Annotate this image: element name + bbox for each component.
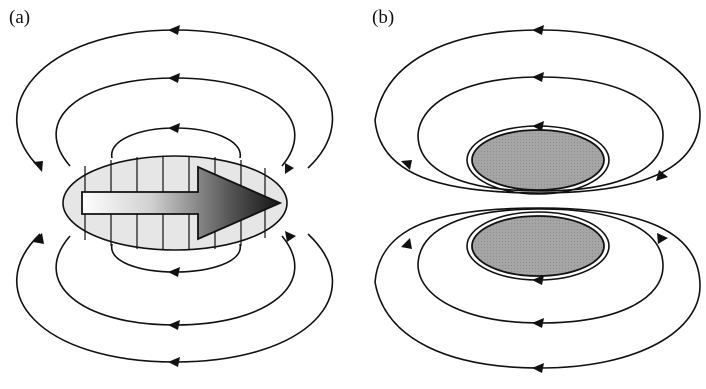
panel-a-arrowheads bbox=[33, 25, 296, 367]
field-line-b-upper-2 bbox=[417, 76, 664, 192]
arrowhead-a-5 bbox=[168, 320, 180, 330]
arrowhead-b-7 bbox=[401, 160, 412, 170]
arrowhead-b-5 bbox=[532, 318, 544, 328]
arrowhead-a-2 bbox=[168, 73, 180, 83]
arrowhead-a-4 bbox=[168, 267, 180, 277]
field-line-b-upper-1 bbox=[374, 29, 701, 194]
arrowhead-b-8 bbox=[656, 170, 668, 181]
arrowhead-a-8 bbox=[285, 163, 294, 174]
arrowhead-a-3 bbox=[168, 123, 180, 133]
arrowhead-b-3 bbox=[532, 121, 544, 131]
field-line-a-lower-1 bbox=[16, 233, 334, 363]
arrowhead-b-2 bbox=[532, 72, 544, 82]
panel-a-label: (a) bbox=[9, 7, 31, 28]
arrowhead-a-6 bbox=[168, 357, 180, 367]
panel-b-diagram bbox=[374, 29, 701, 369]
field-line-b-lower-1 bbox=[374, 207, 701, 369]
panel-b-label: (b) bbox=[372, 7, 395, 28]
arrowhead-b-9 bbox=[401, 238, 412, 249]
magnet-body bbox=[62, 155, 288, 251]
panel-b-cores bbox=[471, 129, 605, 277]
field-line-a-upper-1 bbox=[16, 29, 334, 169]
field-line-a-upper-3 bbox=[111, 127, 241, 159]
arrowhead-b-4 bbox=[532, 275, 544, 285]
field-line-b-lower-2 bbox=[417, 208, 664, 324]
arrowhead-a-7 bbox=[33, 161, 43, 172]
arrowhead-b-6 bbox=[532, 363, 544, 373]
arrowhead-a-1 bbox=[168, 25, 180, 35]
upper-core bbox=[471, 129, 605, 191]
arrowhead-b-10 bbox=[657, 233, 668, 244]
field-line-a-upper-2 bbox=[55, 77, 296, 167]
magnetization-arrow bbox=[81, 165, 283, 241]
arrowhead-b-1 bbox=[532, 25, 544, 35]
panel-b-arrowheads bbox=[401, 25, 668, 373]
arrowhead-a-10 bbox=[285, 231, 296, 242]
lower-core bbox=[471, 215, 605, 277]
arrowhead-a-9 bbox=[33, 233, 44, 244]
